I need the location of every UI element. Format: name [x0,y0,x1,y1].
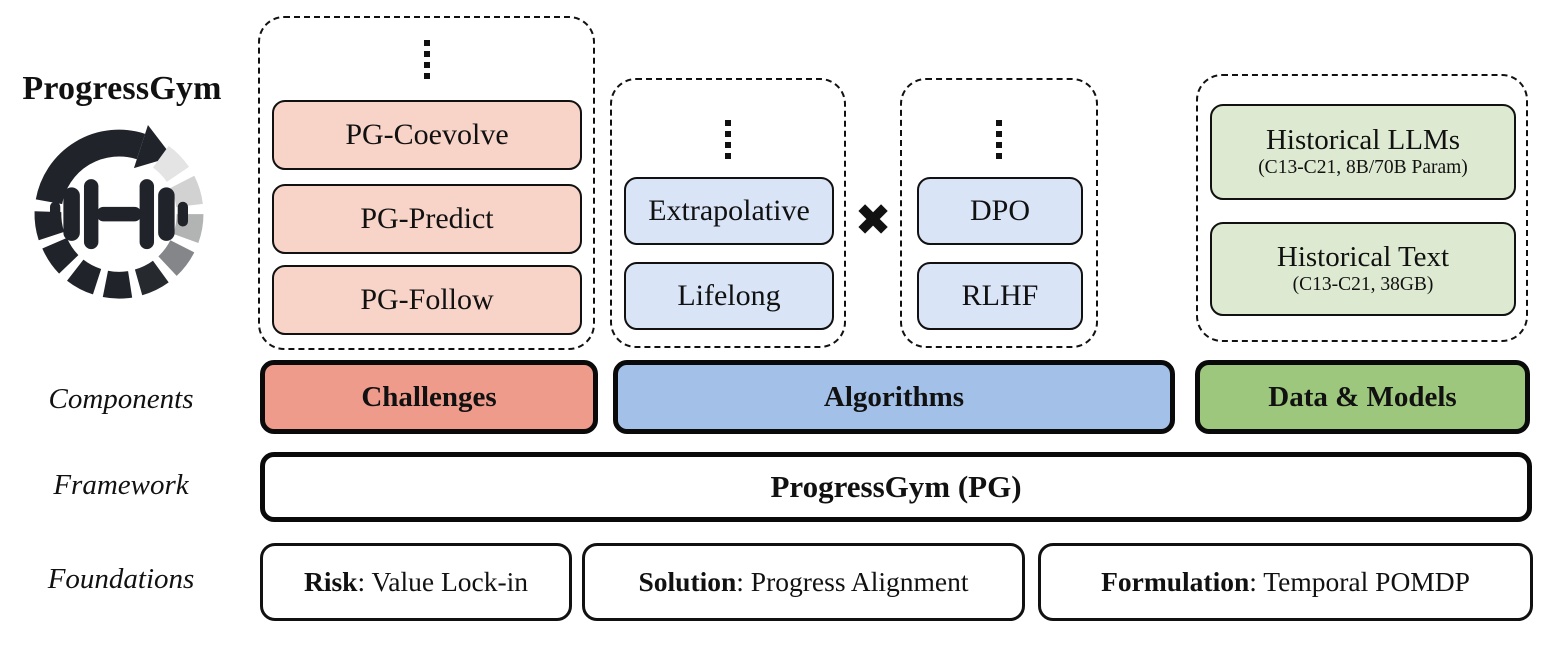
algorithm-family-label: Extrapolative [648,194,810,227]
algorithm-family-item: Lifelong [624,262,834,330]
training-method-label: RLHF [961,279,1039,312]
foundation-solution-term: Solution [638,566,737,597]
framework-label: ProgressGym (PG) [770,469,1022,504]
foundation-risk-term: Risk [303,566,358,597]
foundation-risk-desc: : Value Lock-in [357,566,529,597]
challenge-item-label: PG-Follow [360,283,494,316]
challenge-item-label: PG-Coevolve [345,118,509,151]
progressgym-logo-icon [34,125,204,299]
historical-llms-item: Historical LLMs (C13-C21, 8B/70B Param) [1210,104,1516,200]
vertical-ellipsis-icon [996,120,1002,159]
algorithm-family-item: Extrapolative [624,177,834,245]
foundation-solution-desc: : Progress Alignment [736,566,969,597]
component-challenges: Challenges [260,360,598,434]
foundation-risk: Risk: Value Lock-in [260,543,572,621]
foundation-solution: Solution: Progress Alignment [582,543,1025,621]
brand-title: ProgressGym [22,70,222,107]
component-challenges-label: Challenges [361,380,497,413]
historical-text-item: Historical Text (C13-C21, 38GB) [1210,222,1516,316]
foundation-formulation-desc: : Temporal POMDP [1249,566,1470,597]
row-label-framework: Framework [53,469,189,501]
historical-llms-title: Historical LLMs [1265,124,1461,157]
historical-text-subtitle: (C13-C21, 38GB) [1292,274,1434,296]
challenge-item: PG-Predict [272,184,582,254]
challenge-item: PG-Follow [272,265,582,335]
training-methods-group: DPO RLHF [900,78,1098,348]
component-data-models-label: Data & Models [1268,380,1457,413]
challenge-item: PG-Coevolve [272,100,582,170]
component-algorithms-label: Algorithms [823,380,965,413]
row-label-components: Components [48,383,194,415]
component-algorithms: Algorithms [613,360,1175,434]
framework-box: ProgressGym (PG) [260,452,1532,522]
cross-product-icon: ✖ [854,195,892,246]
row-label-foundations: Foundations [47,563,195,595]
foundation-formulation: Formulation: Temporal POMDP [1038,543,1533,621]
challenges-group: PG-Coevolve PG-Predict PG-Follow [258,16,595,350]
training-method-item: RLHF [917,262,1083,330]
dumbbell-icon [49,179,189,250]
historical-llms-subtitle: (C13-C21, 8B/70B Param) [1258,157,1468,179]
training-method-item: DPO [917,177,1083,245]
component-data-models: Data & Models [1195,360,1530,434]
vertical-ellipsis-icon [725,120,731,159]
training-method-label: DPO [969,194,1030,227]
data-and-models-group: Historical LLMs (C13-C21, 8B/70B Param) … [1196,74,1528,342]
algorithm-family-label: Lifelong [677,279,781,312]
challenge-item-label: PG-Predict [360,202,494,235]
historical-text-title: Historical Text [1276,241,1450,274]
vertical-ellipsis-icon [423,40,430,79]
algorithm-families-group: Extrapolative Lifelong [610,78,846,348]
foundation-formulation-term: Formulation [1101,566,1250,597]
